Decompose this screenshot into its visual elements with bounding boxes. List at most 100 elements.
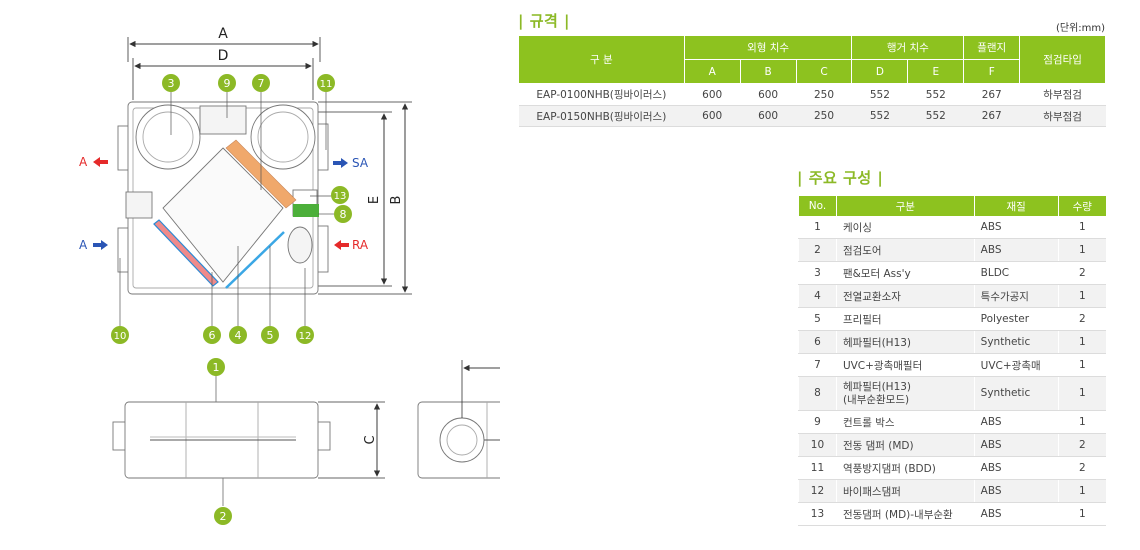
spec-c: 250: [796, 83, 852, 106]
spec-header-hanger: 행거 치수: [851, 35, 965, 60]
comp-qty: 2: [1057, 433, 1106, 457]
comp-no: 2: [798, 238, 837, 262]
comp-qty: 1: [1057, 376, 1106, 411]
spec-header-d: D: [851, 59, 909, 84]
comp-material: ABS: [973, 479, 1059, 503]
comp-no: 7: [798, 353, 837, 377]
callout-badges: 3 9 7 11 13 8 10 6 4 5 12 1 2: [111, 74, 352, 525]
svg-text:12: 12: [299, 331, 312, 342]
callout-10: 10: [111, 326, 129, 344]
hepa-filter: [153, 219, 219, 287]
comp-name: 컨트롤 박스: [835, 410, 975, 434]
comp-qty: 2: [1057, 307, 1106, 331]
comp-name: 전동 댐퍼 (MD): [835, 433, 975, 457]
comp-name: 전열교환소자: [835, 284, 975, 308]
comp-no: 5: [798, 307, 837, 331]
comp-qty: 2: [1057, 261, 1106, 285]
comp-header-material: 재질: [973, 196, 1059, 216]
comp-name-line2: (내부순환모드): [842, 393, 910, 406]
dimension-lines-top: [127, 37, 412, 295]
svg-text:SA: SA: [352, 156, 369, 170]
comp-material: UVC+광촉매: [973, 353, 1059, 377]
svg-text:1: 1: [213, 361, 220, 374]
table-row: EAP-0150NHB(핑바이러스) 600 600 250 552 552 2…: [518, 105, 1106, 127]
comp-qty: 1: [1057, 330, 1106, 354]
callout-4: 4: [229, 326, 247, 344]
spec-d: 552: [851, 105, 908, 127]
comp-name: 바이패스댐퍼: [835, 479, 975, 503]
svg-text:6: 6: [209, 329, 216, 342]
svg-text:7: 7: [258, 77, 265, 90]
comp-header-qty: 수량: [1057, 196, 1106, 216]
callout-6: 6: [203, 326, 221, 344]
spec-type: 하부점검: [1019, 83, 1106, 106]
components-title: | 주요 구성 |: [797, 169, 884, 187]
comp-no: 3: [798, 261, 837, 285]
comp-no: 12: [798, 479, 837, 503]
spec-header-outer: 외형 치수: [683, 35, 853, 60]
dim-label-a: A: [218, 26, 228, 42]
flow-arrows: A A SA RA: [79, 155, 369, 252]
comp-no: 13: [798, 502, 837, 526]
spec-unit: (단위:mm): [1056, 23, 1106, 34]
comp-no: 1: [798, 216, 837, 239]
product-diagram: A D E B A A SA RA: [79, 26, 500, 525]
dim-label-b: B: [389, 196, 404, 205]
spec-f: 267: [963, 105, 1020, 127]
comp-material: Synthetic: [973, 330, 1059, 354]
spec-c: 250: [796, 105, 852, 127]
spec-header-b: B: [739, 59, 797, 84]
return-air-arrow-icon: [334, 240, 349, 250]
top-view-unit: [117, 101, 329, 295]
comp-material: ABS: [973, 238, 1059, 262]
dim-label-e: E: [367, 196, 382, 204]
callout-12: 12: [296, 326, 314, 344]
spec-b: 600: [740, 105, 797, 127]
spec-e: 552: [907, 105, 964, 127]
spec-title: | 규격 |: [518, 12, 571, 30]
spec-header-c: C: [795, 59, 853, 84]
dimension-line-c: [318, 401, 385, 479]
spec-header-flange: 플랜지: [963, 35, 1021, 60]
callout-1: 1: [207, 358, 225, 376]
spec-type: 하부점검: [1019, 105, 1106, 127]
comp-qty: 1: [1057, 502, 1106, 526]
comp-no: 8: [798, 376, 837, 411]
comp-name: 점검도어: [835, 238, 975, 262]
callout-7: 7: [252, 74, 270, 92]
pre-filter: [225, 231, 285, 289]
comp-name-line1: 헤파필터(H13): [842, 380, 912, 393]
hepa-filter-internal: [293, 204, 319, 217]
svg-text:8: 8: [340, 208, 347, 221]
svg-text:3: 3: [168, 77, 175, 90]
svg-text:13: 13: [334, 191, 347, 202]
comp-no: 6: [798, 330, 837, 354]
callout-8: 8: [334, 205, 352, 223]
dim-label-d: D: [218, 48, 229, 64]
spec-a: 600: [684, 105, 741, 127]
dimension-line-f: [461, 360, 500, 418]
spec-a: 600: [684, 83, 741, 106]
svg-text:4: 4: [235, 329, 242, 342]
spec-header-division: 구 분: [518, 35, 685, 84]
comp-no: 11: [798, 456, 837, 480]
callout-11: 11: [317, 74, 335, 92]
callout-3: 3: [162, 74, 180, 92]
comp-name: UVC+광촉매필터: [835, 353, 975, 377]
comp-header-no: No.: [798, 196, 837, 216]
comp-material: ABS: [973, 433, 1059, 457]
comp-material: ABS: [973, 410, 1059, 434]
comp-material: ABS: [973, 502, 1059, 526]
spec-header-a: A: [683, 59, 741, 84]
